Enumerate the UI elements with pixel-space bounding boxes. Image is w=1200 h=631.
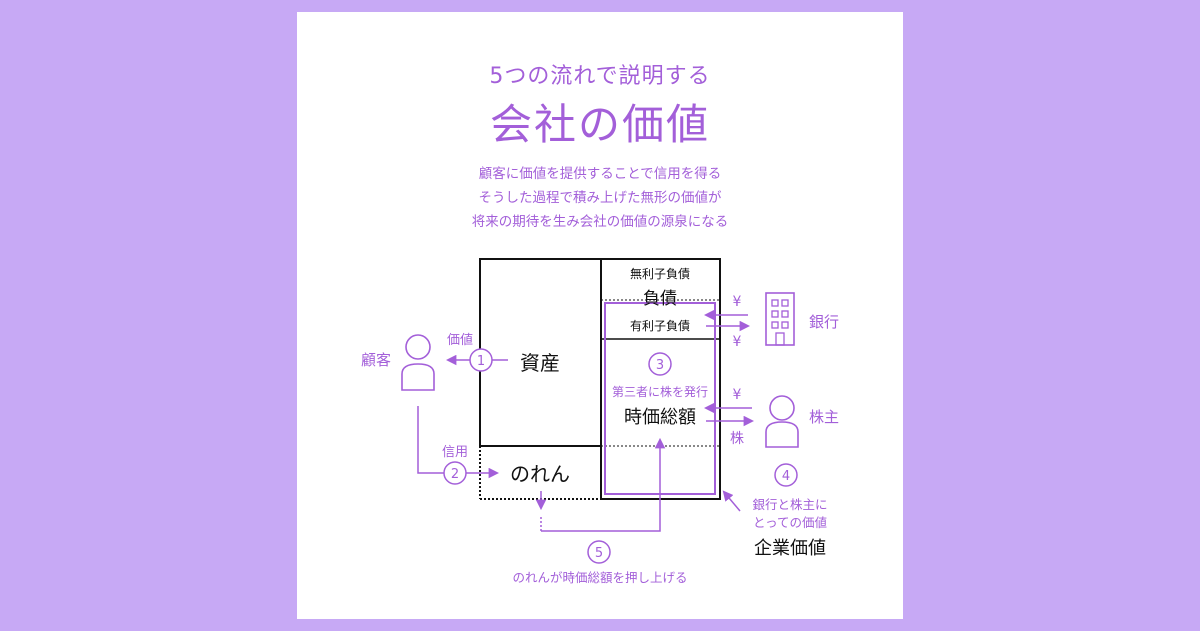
page-title: 会社の価値 xyxy=(489,100,711,149)
non-interest-debt-label: 無利子負債 xyxy=(630,266,690,281)
svg-text:1: 1 xyxy=(477,354,485,369)
page-subtitle: 5つの流れで説明する xyxy=(489,64,711,89)
interest-debt-label: 有利子負債 xyxy=(630,318,690,333)
step4-note-line2: とっての価値 xyxy=(753,515,827,530)
credit-path xyxy=(417,406,444,474)
step5-note: のれんが時価総額を押し上げる xyxy=(512,570,687,585)
debt-label: 負債 xyxy=(643,289,677,309)
step3-note: 第三者に株を発行 xyxy=(612,384,708,399)
description-line-2: そうした過程で積み上げた無形の価値が xyxy=(478,190,722,206)
shareholder-label: 株主 xyxy=(809,408,839,426)
stock-label: 株 xyxy=(730,431,744,447)
step4-note-line1: 銀行と株主に xyxy=(752,497,827,512)
svg-text:4: 4 xyxy=(782,469,790,484)
shareholder-person-icon xyxy=(765,395,799,448)
value-label: 価値 xyxy=(447,332,473,348)
goodwill-label: のれん xyxy=(510,462,570,486)
description-line-1: 顧客に価値を提供することで信用を得る xyxy=(478,166,722,182)
bank-yen-bottom: ¥ xyxy=(733,334,742,350)
step-5-circle: 5 xyxy=(587,540,611,564)
building-icon xyxy=(765,292,795,346)
bank-label: 銀行 xyxy=(809,313,839,331)
svg-text:2: 2 xyxy=(451,467,459,482)
pushup-arrow xyxy=(541,437,666,532)
step-1-circle: 1 xyxy=(469,348,493,372)
enterprise-value-pointer xyxy=(722,490,741,512)
description-line-3: 将来の期待を生み会社の価値の源泉になる xyxy=(471,214,729,230)
step-4-circle: 4 xyxy=(774,463,798,487)
step-2-circle: 2 xyxy=(443,461,467,485)
customer-label: 顧客 xyxy=(361,351,391,369)
customer-person-icon xyxy=(401,334,435,391)
svg-text:3: 3 xyxy=(656,358,664,373)
shareholder-yen: ¥ xyxy=(733,387,742,403)
enterprise-value-label: 企業価値 xyxy=(754,538,826,559)
credit-label: 信用 xyxy=(442,445,468,460)
assets-label: 資産 xyxy=(520,351,560,375)
step-3-circle: 3 xyxy=(648,352,672,376)
svg-text:5: 5 xyxy=(595,546,603,561)
card: 5つの流れで説明する 会社の価値 顧客に価値を提供することで信用を得る そうした… xyxy=(297,12,903,619)
market-cap-label: 時価総額 xyxy=(624,407,696,428)
bank-yen-top: ¥ xyxy=(733,294,742,310)
